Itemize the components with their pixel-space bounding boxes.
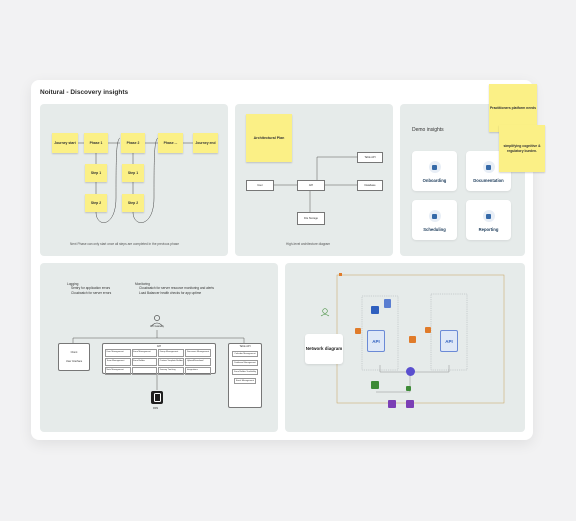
phase2-step1-note[interactable]: Step 1	[122, 164, 144, 182]
third-party-item[interactable]: Calendar Management	[232, 351, 258, 357]
api-server-left[interactable]: API	[367, 330, 385, 352]
phase-ellipsis-note[interactable]: Phase ...	[158, 133, 183, 153]
service-cell[interactable]: Journey Tracking	[158, 367, 185, 375]
onboarding-label: Onboarding	[422, 178, 447, 183]
service-cell[interactable]: Upload/Download	[185, 358, 211, 366]
client-title: Client	[70, 351, 78, 354]
scheduling-label: Scheduling	[423, 227, 446, 232]
onboarding-icon	[428, 161, 441, 173]
api-services-grid: User Management Form Management Group Ma…	[105, 349, 211, 375]
logging-item: Sentry for application errors	[71, 286, 111, 291]
documentation-icon	[482, 161, 495, 173]
third-party-item[interactable]: Form Builder Scalability	[232, 369, 258, 375]
arch-database-box[interactable]: Database	[357, 180, 383, 191]
journey-end-note[interactable]: Journey end	[193, 133, 218, 153]
third-party-item[interactable]: Email Management	[234, 378, 256, 384]
ec2-middle-icon[interactable]	[409, 336, 416, 343]
api-label-left: API	[372, 338, 380, 344]
arch-user-box[interactable]: User	[246, 180, 274, 191]
page-title: Noitural - Discovery insights	[40, 89, 129, 96]
network-diagram-label: Network diagram	[305, 334, 343, 364]
arch-file-storage-box[interactable]: File Storage	[297, 212, 325, 225]
reporting-icon	[482, 210, 495, 222]
phase1-step2-note[interactable]: Step 2	[85, 194, 107, 212]
monitoring-block: Monitoring Cloudwatch for server resourc…	[135, 282, 214, 295]
architecture-caption: High-level architecture diagram	[286, 242, 331, 246]
third-party-box[interactable]: Table API Calendar Management Database M…	[228, 343, 262, 408]
demo-insights-title: Demo insights	[412, 127, 444, 133]
onboarding-tile[interactable]: Onboarding	[412, 151, 457, 191]
journey-caption: Next Phase can only start once all steps…	[70, 242, 179, 246]
client-sub: User Interface	[65, 360, 83, 363]
reporting-label: Reporting	[478, 227, 499, 232]
service-cell[interactable]: Custom Template Builder	[158, 358, 185, 366]
database-icon[interactable]	[151, 391, 163, 404]
service-cell[interactable]: Form Management	[131, 349, 158, 357]
load-balancer-icon[interactable]	[406, 367, 415, 376]
arch-table-api-box[interactable]: Table API	[357, 152, 383, 163]
ec2-left-icon[interactable]	[355, 328, 361, 334]
phase2-note[interactable]: Phase 2	[121, 133, 145, 153]
bucket-icon[interactable]	[384, 299, 391, 308]
arch-api-box[interactable]: API	[297, 180, 325, 191]
service-cell[interactable]: Integrations	[185, 367, 211, 375]
service-cell[interactable]: Group Management	[158, 349, 185, 357]
documentation-label: Documentation	[473, 178, 504, 183]
monitoring-title: Monitoring	[135, 282, 150, 286]
phase1-note[interactable]: Phase 1	[84, 133, 108, 153]
third-party-item[interactable]: Database Management	[232, 360, 258, 366]
reporting-tile[interactable]: Reporting	[466, 200, 511, 240]
logging-block: Logging Sentry for application errors Cl…	[67, 282, 111, 295]
journey-start-note[interactable]: Journey start	[52, 133, 78, 153]
regulatory-note[interactable]: simplifying cognitive & regulatory burde…	[499, 125, 545, 172]
api-gateway-label: API Gateway	[150, 325, 164, 328]
scheduling-tile[interactable]: Scheduling	[412, 200, 457, 240]
service-cell[interactable]: Team Management	[105, 358, 131, 366]
phase1-step1-note[interactable]: Step 1	[85, 164, 107, 182]
api-services-label: API	[156, 344, 162, 348]
purple-service-icon[interactable]	[406, 400, 414, 408]
logging-title: Logging	[67, 282, 79, 286]
service-cell[interactable]	[131, 367, 158, 375]
api-label-right: API	[445, 338, 453, 344]
architectural-plan-note[interactable]: Architectural Plan	[246, 114, 292, 162]
client-box[interactable]: Client User Interface	[58, 343, 90, 371]
third-party-title: Table API	[239, 345, 251, 348]
practitioners-note[interactable]: Practitioners platform needs	[489, 84, 537, 132]
vpc-icon[interactable]	[371, 306, 379, 314]
service-cell[interactable]: Note Management	[105, 367, 131, 375]
purple-service-icon[interactable]	[388, 400, 396, 408]
small-service-icon[interactable]	[406, 386, 411, 391]
scheduling-icon	[428, 210, 441, 222]
phase2-step2-note[interactable]: Step 2	[122, 194, 144, 212]
green-service-icon[interactable]	[371, 381, 379, 389]
api-server-right[interactable]: API	[440, 330, 458, 352]
monitoring-item: Cloudwatch for server resource monitorin…	[139, 286, 214, 291]
service-cell[interactable]: Form Builder	[131, 358, 158, 366]
service-cell[interactable]: User Management	[105, 349, 131, 357]
monitoring-item: Load Balancer health checks for app upti…	[139, 290, 202, 295]
service-cell[interactable]: Document Management	[185, 349, 211, 357]
ec2-right-icon[interactable]	[425, 327, 431, 333]
database-label: RDS	[153, 407, 159, 410]
logging-item: Cloudwatch for server errors	[71, 290, 112, 295]
